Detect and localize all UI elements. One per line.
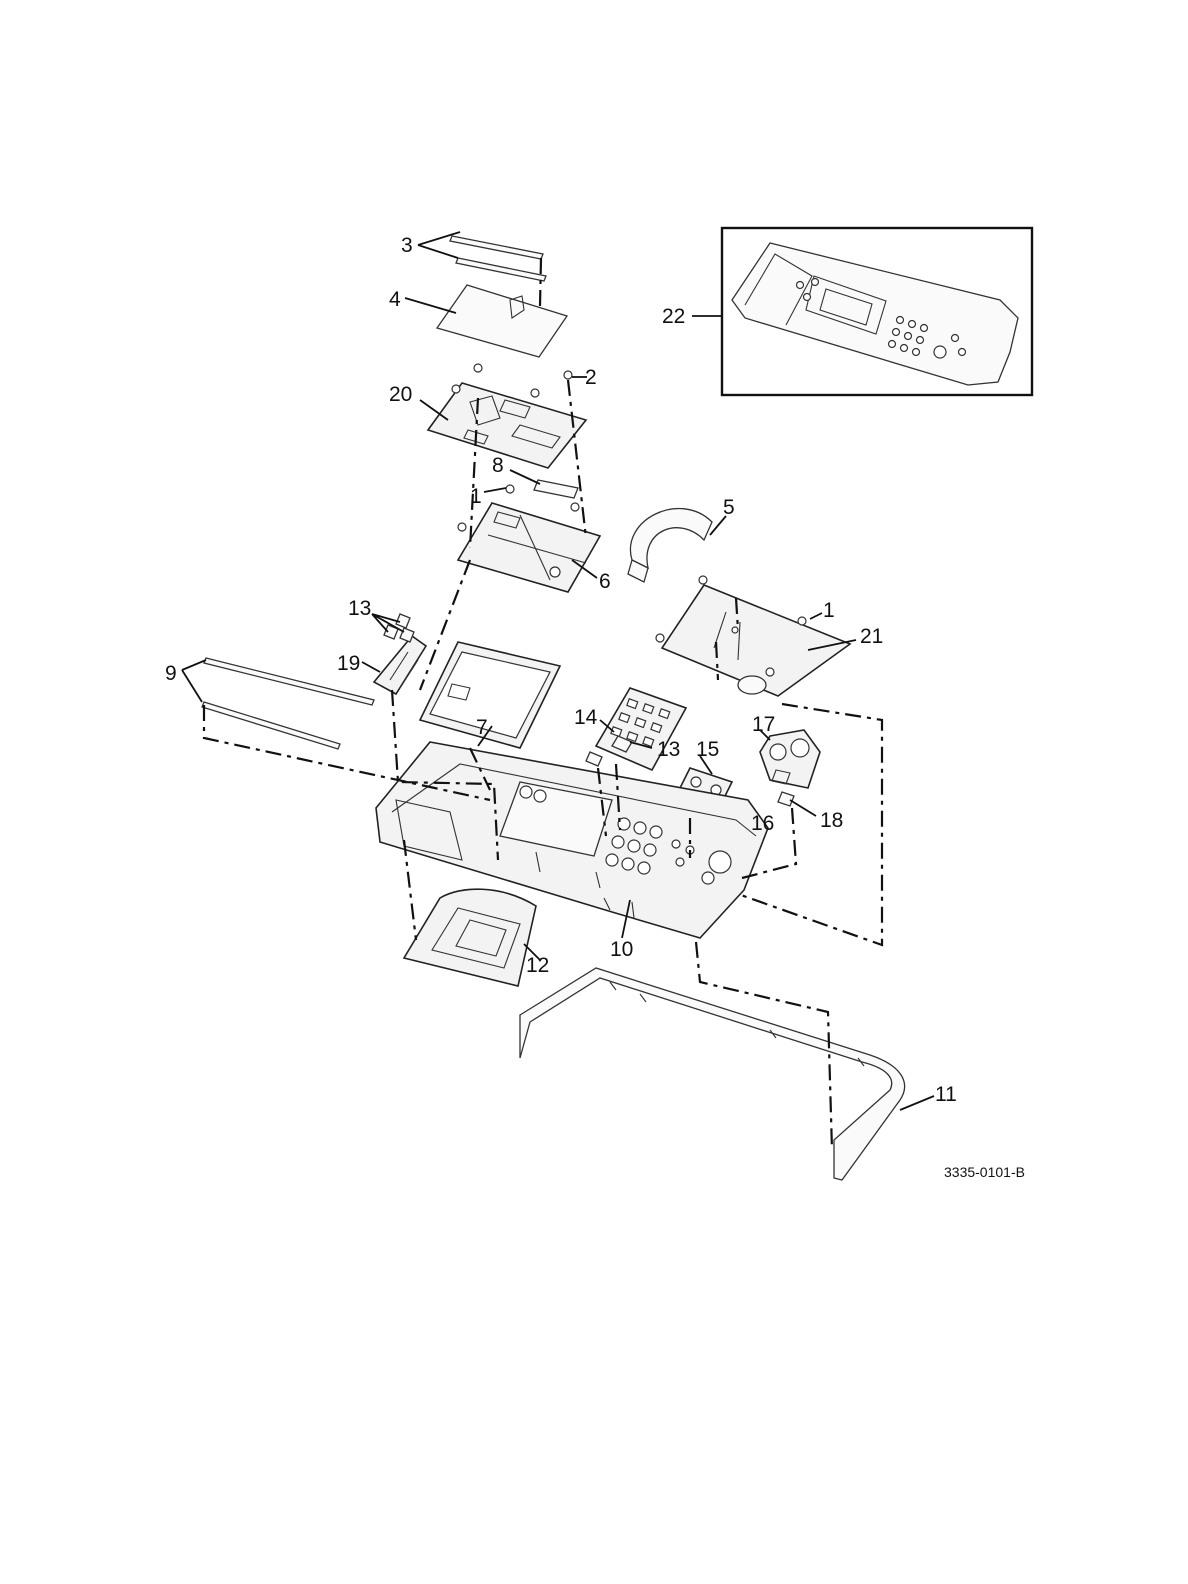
callout-2: 2: [585, 366, 597, 389]
callout-16: 16: [751, 812, 774, 835]
part-5-ribbon-cable: [628, 509, 712, 582]
callout-13-upper: 13: [348, 597, 371, 620]
part-21-rear-board: [656, 576, 850, 696]
callout-11: 11: [935, 1083, 957, 1106]
callout-8: 8: [492, 454, 504, 477]
callout-22: 22: [662, 305, 685, 328]
callout-4: 4: [389, 288, 401, 311]
callout-13-lower: 13: [657, 738, 680, 761]
callout-18: 18: [820, 809, 843, 832]
part-4-sheet: [437, 285, 567, 357]
callout-17: 17: [752, 713, 775, 736]
callout-3: 3: [401, 234, 413, 257]
callout-7: 7: [476, 716, 488, 739]
part-8-bracket-piece: [534, 480, 578, 498]
callout-14: 14: [574, 706, 598, 729]
callout-1-frame: 1: [470, 485, 482, 508]
part-18-clip: [778, 792, 794, 806]
figure-id: 3335-0101-B: [944, 1164, 1025, 1180]
callout-20: 20: [389, 383, 412, 406]
inset-assembled-panel: [722, 228, 1032, 395]
part-7-lcd-bezel: [420, 642, 560, 748]
part-19-side-key-holder: [374, 636, 426, 694]
assembly-lines: [204, 258, 882, 1150]
callout-5: 5: [723, 496, 735, 519]
callout-12: 12: [526, 954, 549, 977]
part-3-strip: [450, 236, 546, 281]
part-11-front-bezel: [520, 968, 905, 1180]
part-12-lower-cover: [404, 889, 536, 986]
part-20-board: [428, 364, 586, 468]
callout-19: 19: [337, 652, 360, 675]
callout-15: 15: [696, 738, 719, 761]
callout-1-rear-board: 1: [823, 599, 835, 622]
callout-9: 9: [165, 662, 177, 685]
callout-21: 21: [860, 625, 883, 648]
callout-10: 10: [610, 938, 633, 961]
callouts: 1 1 2 3 4 5 6 7 8 9 10 11 12 13 13 14 15…: [165, 234, 957, 1106]
callout-6: 6: [599, 570, 611, 593]
